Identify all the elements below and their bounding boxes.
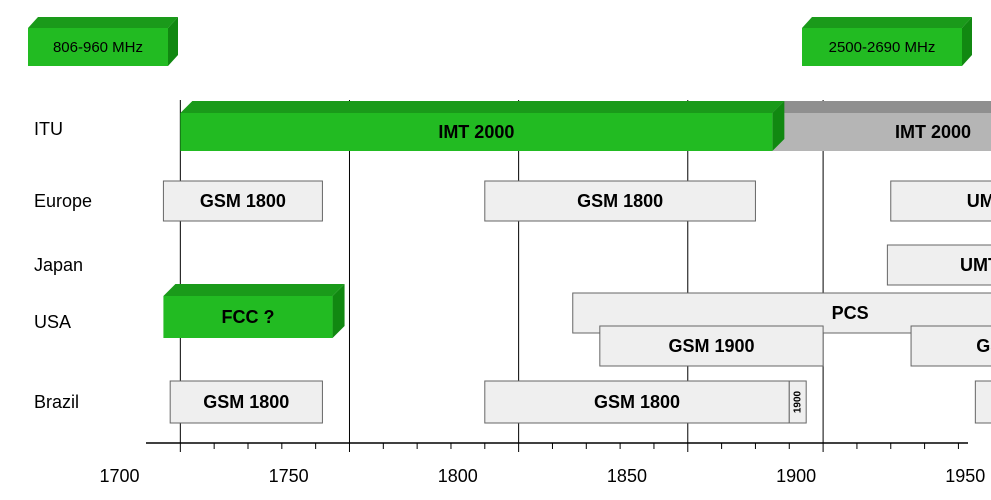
band-label: GSM 1800	[594, 392, 680, 412]
band-label: GSM 1900	[668, 336, 754, 356]
band-japan-umts-7: UMTS	[886, 244, 991, 286]
band-itu-imt-2000-0: IMT 2000	[772, 101, 991, 151]
band-label: IMT 2000	[438, 122, 514, 142]
band-label: UMTS	[960, 255, 991, 275]
band-brazil-umts-17: UMTS	[974, 380, 991, 424]
frequency-axis: 1700175018001850190019502000205021002150	[99, 442, 985, 486]
tag-right: 2500-2690 MHz	[802, 17, 972, 66]
row-label-brazil: Brazil	[34, 392, 79, 412]
axis-tick-labels: 1700175018001850190019502000205021002150	[99, 466, 985, 486]
band-label: GSM 1900	[976, 336, 991, 356]
band-brazil-1900-16: 1900	[788, 380, 807, 424]
band-label: 1900	[793, 390, 804, 413]
row-label-itu: ITU	[34, 119, 63, 139]
band-itu-imt-2000-1: IMT 2000	[180, 101, 785, 151]
band-brazil-gsm-1800-14: GSM 1800	[169, 380, 323, 424]
row-labels: ITU Europe Japan USA Brazil	[34, 119, 92, 412]
row-label-usa: USA	[34, 312, 71, 332]
row-label-japan: Japan	[34, 255, 83, 275]
row-label-europe: Europe	[34, 191, 92, 211]
axis-label-1850: 1850	[607, 466, 647, 486]
band-usa-fcc-9: FCC ?	[163, 284, 345, 338]
band-usa-gsm-1900-12: GSM 1900	[910, 325, 991, 367]
tag-right-label: 2500-2690 MHz	[829, 39, 936, 56]
axis-label-1750: 1750	[269, 466, 309, 486]
band-label: GSM 1800	[203, 392, 289, 412]
axis-label-1950: 1950	[945, 466, 985, 486]
band-usa-gsm-1900-11: GSM 1900	[599, 325, 824, 367]
band-europe-umts-5: UMTS	[890, 180, 991, 222]
band-label: IMT 2000	[895, 122, 971, 142]
axis-label-1900: 1900	[776, 466, 816, 486]
band-label: GSM 1800	[200, 191, 286, 211]
band-label: PCS	[832, 303, 869, 323]
tag-left-label: 806-960 MHz	[53, 39, 143, 56]
band-label: UMTS	[967, 191, 991, 211]
axis-label-1700: 1700	[99, 466, 139, 486]
band-label: GSM 1800	[577, 191, 663, 211]
tag-left: 806-960 MHz	[28, 17, 178, 66]
band-label: FCC ?	[221, 307, 274, 327]
band-europe-gsm-1800-3: GSM 1800	[162, 180, 323, 222]
axis-ticks	[179, 443, 959, 452]
band-brazil-gsm-1800-15: GSM 1800	[484, 380, 790, 424]
band-europe-gsm-1800-4: GSM 1800	[484, 180, 756, 222]
axis-label-1800: 1800	[438, 466, 478, 486]
